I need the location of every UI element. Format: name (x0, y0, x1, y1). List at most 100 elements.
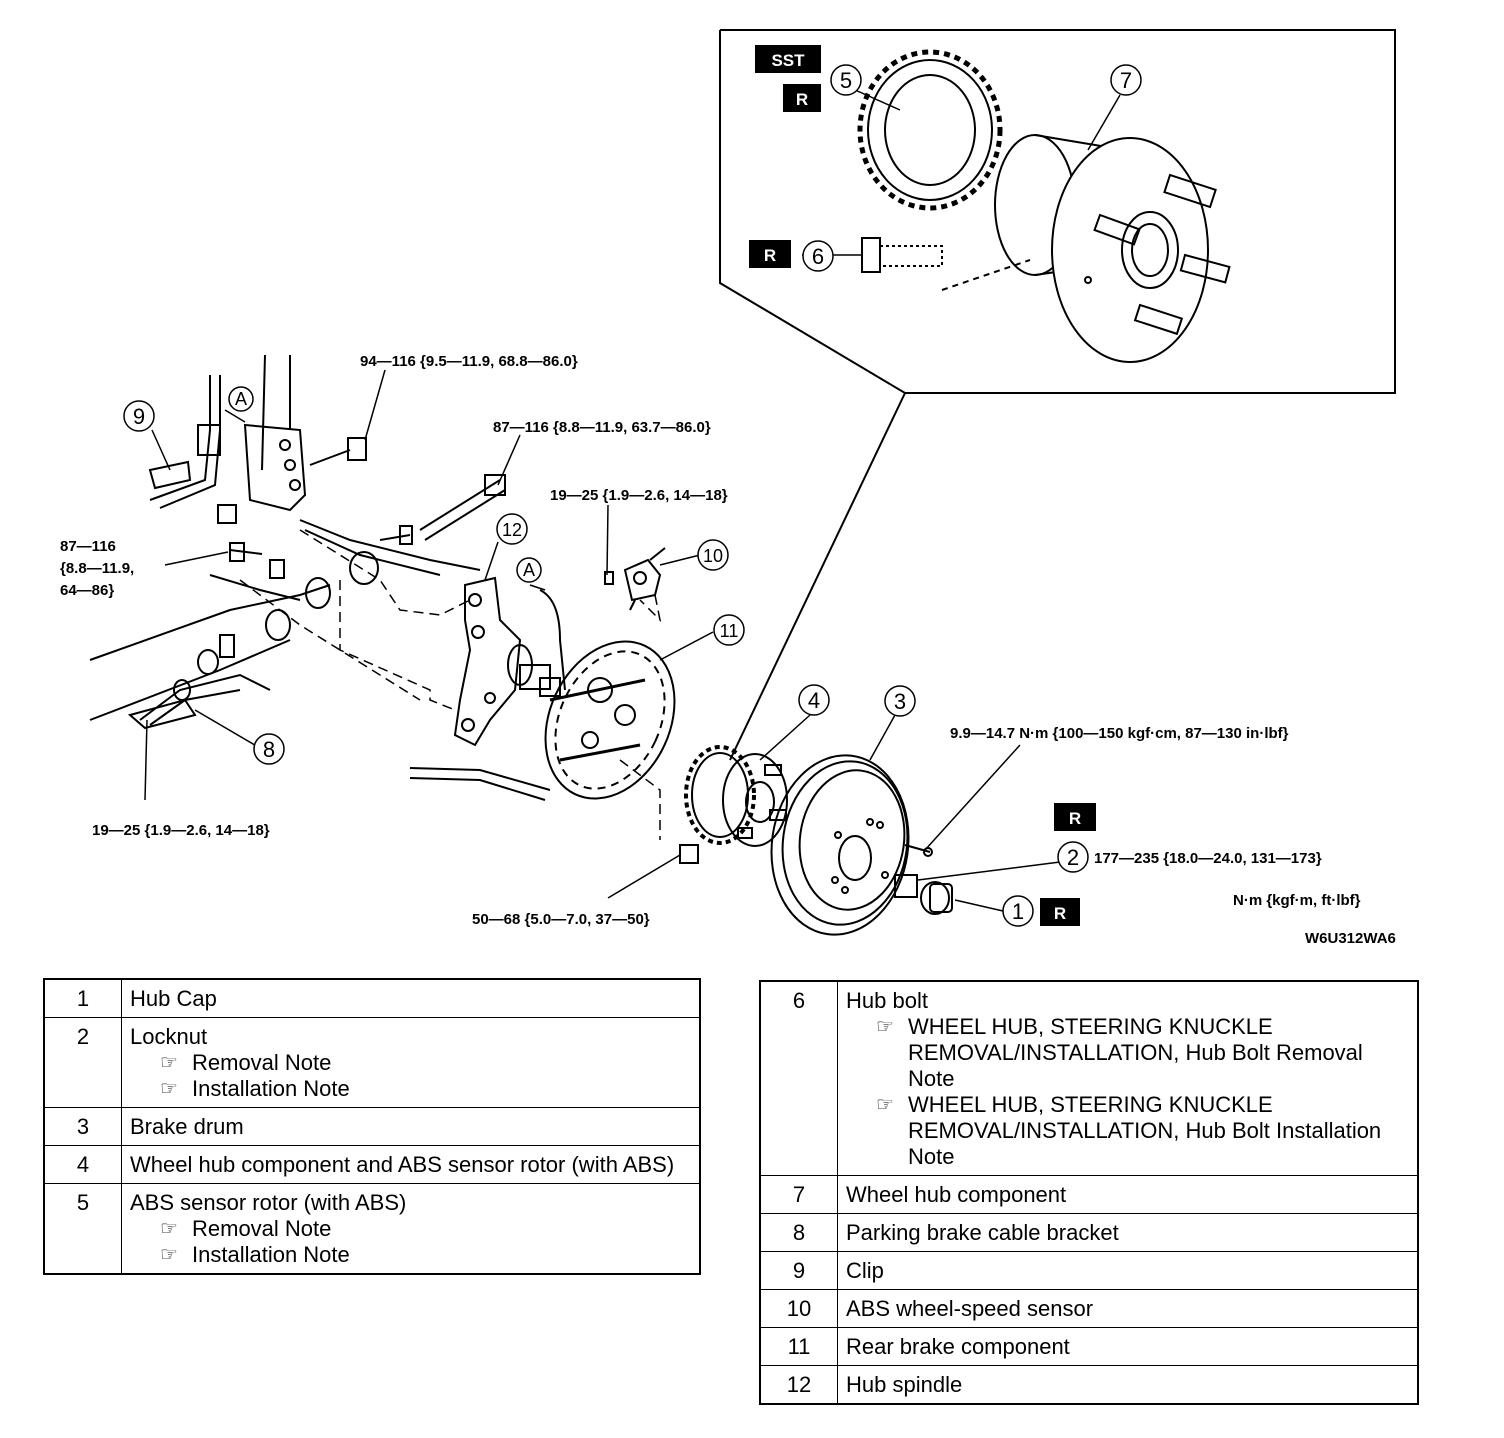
callout-7: 7 (1120, 68, 1132, 93)
rear-brake-component-drawing (539, 589, 676, 800)
part-row: 11 Rear brake component (759, 1327, 1419, 1366)
part-description: Parking brake cable bracket (837, 1213, 1419, 1252)
assembly-lines (239, 529, 662, 840)
torque-label-drum-screw: 9.9—14.7 N·m {100—150 kgf·cm, 87—130 in·… (950, 725, 1289, 742)
part-description: Hub spindle (837, 1365, 1419, 1405)
part-description: Rear brake component (837, 1327, 1419, 1366)
reference-link[interactable]: ☞ Removal Note (130, 1050, 691, 1076)
reference-link[interactable]: ☞Installation Note (130, 1242, 691, 1268)
callout-10: 10 (703, 546, 723, 566)
figure-code: W6U312WA6 (1305, 930, 1396, 947)
torque-labels: 94—116 {9.5—11.9, 68.8—86.0} 87—116 {8.8… (60, 353, 1396, 947)
suspension-links-drawing (89, 474, 506, 721)
r-tag-hub-bolt: R (764, 246, 776, 265)
abs-wheel-speed-sensor-drawing (604, 547, 666, 611)
reference-markers (228, 386, 542, 583)
part-row: 4 Wheel hub component and ABS sensor roto… (43, 1145, 701, 1184)
brake-drum-drawing (770, 754, 910, 936)
parking-brake-cable-drawing (127, 673, 551, 801)
part-name: Clip (846, 1258, 884, 1283)
callout-circles (123, 64, 1142, 927)
part-description: ABS wheel-speed sensor (837, 1289, 1419, 1328)
part-description: Locknut ☞ Removal Note ☞ Installation Note (121, 1017, 701, 1108)
r-tag-hub-cap: R (1054, 904, 1066, 923)
torque-label-lateral-link-line2: {8.8—11.9, (60, 560, 134, 577)
torque-label-locknut: 177—235 {18.0—24.0, 131—173} (1094, 850, 1322, 867)
part-description: Wheel hub component and ABS sensor rotor… (121, 1145, 701, 1184)
reference-link[interactable]: ☞ Removal Note (130, 1216, 691, 1242)
detail-inset (719, 29, 1396, 761)
torque-label-sensor-bolt: 19—25 {1.9—2.6, 14—18} (550, 487, 728, 504)
callout-12: 12 (502, 520, 522, 540)
part-number: 10 (759, 1289, 838, 1328)
part-name: Hub spindle (846, 1372, 963, 1397)
sst-tag: SST (771, 51, 805, 70)
torque-label-lateral-link-line3: 64—86} (60, 582, 114, 599)
r-tag-rotor: R (796, 90, 808, 109)
wheel-hub-drawing (994, 134, 1231, 363)
reference-a-upper: A (235, 389, 247, 409)
part-row: 12 Hub spindle (759, 1365, 1419, 1405)
reference-text: Installation Note (192, 1076, 350, 1101)
callout-6: 6 (812, 244, 824, 269)
r-tag-locknut: R (1069, 809, 1081, 828)
part-name: Locknut (130, 1024, 208, 1049)
reference-text: Removal Note (192, 1216, 332, 1241)
part-name: Parking brake cable bracket (846, 1220, 1119, 1245)
part-name: ABS wheel-speed sensor (846, 1296, 1094, 1321)
part-name: Rear brake component (846, 1334, 1070, 1359)
torque-label-shock-bolt: 94—116 {9.5—11.9, 68.8—86.0} (360, 353, 578, 370)
part-number: 5 (43, 1183, 122, 1275)
locknut-hubcap-drawing (679, 844, 953, 915)
part-number: 1 (43, 978, 122, 1018)
pointing-hand-icon: ☞ (876, 1016, 894, 1038)
torque-units-label: N·m {kgf·m, ft·lbf} (1233, 892, 1361, 909)
reference-link[interactable]: ☞ Installation Note (130, 1076, 691, 1102)
reference-text: Removal Note (192, 1050, 332, 1075)
part-number: 4 (43, 1145, 122, 1184)
reference-text: WHEEL HUB, STEERING KNUCKLE REMOVAL/INST… (908, 1014, 1363, 1091)
callout-8: 8 (263, 737, 275, 762)
callout-2: 2 (1067, 845, 1079, 870)
tag-boxes: SST R R R R (749, 45, 1096, 926)
exploded-view-diagram: 94—116 {9.5—11.9, 68.8—86.0} 87—116 {8.8… (60, 29, 1396, 947)
part-row: 10 ABS wheel-speed sensor (759, 1289, 1419, 1328)
part-description: ABS sensor rotor (with ABS) ☞ Removal Note… (121, 1183, 701, 1275)
part-name: Wheel hub component and ABS sensor rotor… (130, 1152, 675, 1177)
part-number: 6 (759, 980, 838, 1176)
part-name: Wheel hub component (846, 1182, 1067, 1207)
hub-spindle-drawing (453, 576, 561, 747)
part-description: Clip (837, 1251, 1419, 1290)
reference-link[interactable]: ☞ WHEEL HUB, STEERING KNUCKLE REMOVAL/INS… (846, 1014, 1409, 1092)
callout-11: 11 (720, 621, 739, 641)
part-description: Wheel hub component (837, 1175, 1419, 1214)
reference-a-lower: A (523, 560, 535, 580)
part-number: 11 (759, 1327, 838, 1366)
part-description: Hub bolt☞WHEEL HUB, STEERING KNUCKLE REM… (837, 980, 1419, 1176)
part-name: ABS sensor rotor (with ABS) (130, 1190, 407, 1215)
torque-label-spindle-bolt: 50—68 {5.0—7.0, 37—50} (472, 911, 650, 928)
callout-5: 5 (840, 68, 852, 93)
part-row: 5 ABS sensor rotor (with ABS) ☞ Removal Not… (43, 1183, 701, 1275)
hub-bolt-drawing (861, 237, 1031, 291)
pointing-hand-icon: ☞ (160, 1078, 178, 1100)
part-number: 3 (43, 1107, 122, 1146)
part-number: 12 (759, 1365, 838, 1405)
part-number: 2 (43, 1017, 122, 1108)
callout-1: 1 (1012, 899, 1024, 924)
pointing-hand-icon: ☞ (160, 1218, 178, 1240)
wheel-hub-abs-drawing (684, 745, 788, 847)
reference-link[interactable]: ☞WHEEL HUB, STEERING KNUCKLE REMOVAL/INS… (846, 1092, 1409, 1170)
part-number: 7 (759, 1175, 838, 1214)
pointing-hand-icon: ☞ (160, 1052, 178, 1074)
torque-label-bracket-nut: 19—25 {1.9—2.6, 14—18} (92, 822, 270, 839)
pointing-hand-icon: ☞ (876, 1094, 894, 1116)
